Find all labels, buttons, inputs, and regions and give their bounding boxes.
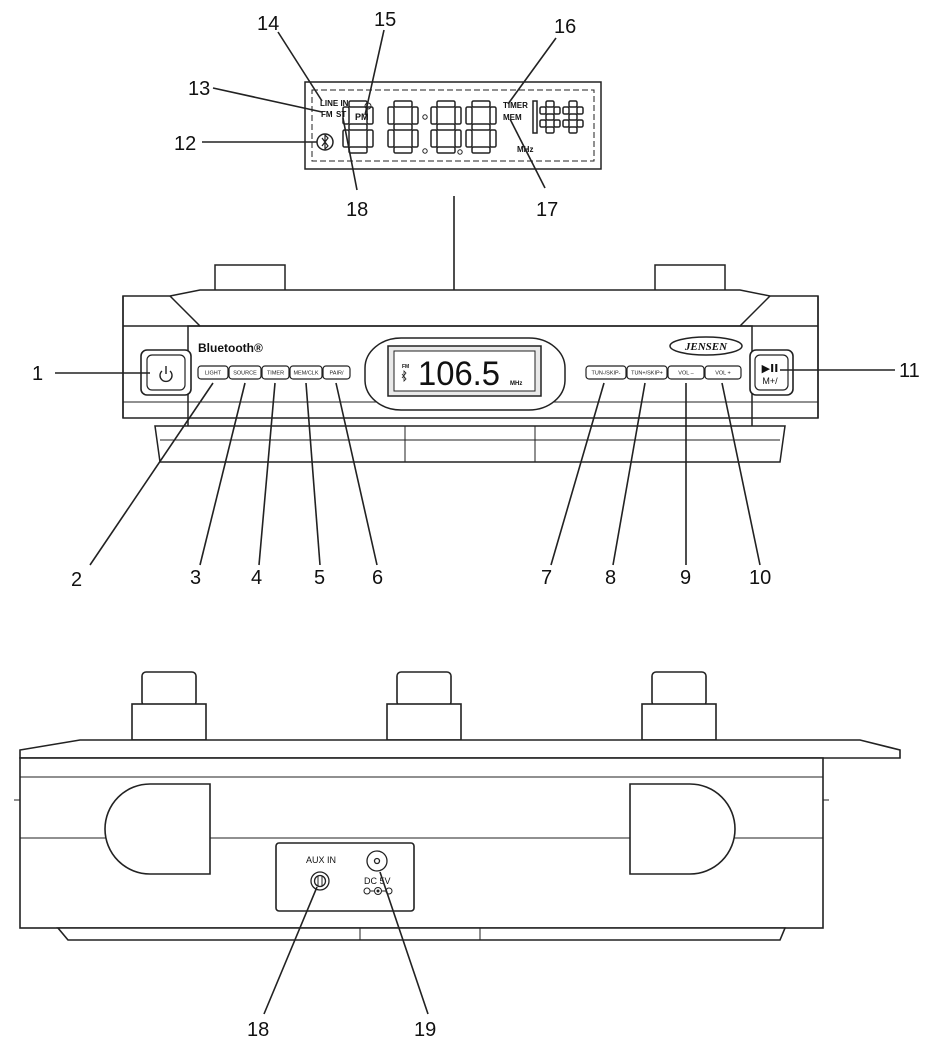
callout-16: 16 bbox=[554, 16, 576, 38]
callout-12: 12 bbox=[174, 133, 196, 155]
mem-plus-label: M+/ bbox=[762, 376, 778, 386]
tune-down-skip-back-button[interactable]: TUN-/SKIP- bbox=[585, 365, 627, 380]
callout-9: 9 bbox=[680, 567, 691, 589]
callout-4: 4 bbox=[251, 567, 262, 589]
jensen-logo: JENSEN bbox=[669, 336, 743, 356]
front-buttons-right: TUN-/SKIP- TUN+/SKIP+ VOL – VOL + bbox=[585, 365, 742, 380]
lcd-digit-2 bbox=[387, 100, 419, 154]
source-button[interactable]: SOURCE bbox=[228, 365, 262, 380]
callout-10: 10 bbox=[749, 567, 771, 589]
svg-text:MEM/CLK: MEM/CLK bbox=[293, 371, 318, 377]
lcd-callout-lines bbox=[202, 29, 557, 357]
rear-connector-plate bbox=[275, 842, 415, 912]
rear-panel bbox=[14, 671, 901, 941]
front-display-frequency: 106.5 bbox=[418, 355, 500, 393]
rear-center-knob bbox=[386, 671, 462, 741]
rear-callout-lines bbox=[263, 871, 429, 1015]
svg-text:JENSEN: JENSEN bbox=[684, 341, 728, 353]
tune-up-skip-forward-button[interactable]: TUN+/SKIP+ bbox=[626, 365, 668, 380]
callout-3: 3 bbox=[190, 567, 201, 589]
svg-text:LIGHT: LIGHT bbox=[205, 371, 222, 377]
bluetooth-logo-text: Bluetooth® bbox=[198, 341, 263, 355]
callout-13: 13 bbox=[188, 78, 210, 100]
callout-1: 1 bbox=[32, 363, 43, 385]
rear-right-knob bbox=[641, 671, 717, 741]
lcd-small-digit-2 bbox=[562, 100, 584, 134]
front-callout-lines bbox=[55, 369, 895, 566]
callout-19: 19 bbox=[414, 1019, 436, 1038]
callout-17: 17 bbox=[536, 199, 558, 221]
rear-left-handle-cutout bbox=[104, 783, 211, 875]
timer-indicator: TIMER bbox=[503, 101, 528, 110]
aux-in-jack[interactable] bbox=[310, 871, 330, 891]
st-indicator: ST bbox=[336, 110, 346, 119]
timer-button[interactable]: TIMER bbox=[261, 365, 290, 380]
power-icon bbox=[159, 366, 173, 383]
callout-5: 5 bbox=[314, 567, 325, 589]
mem-indicator: MEM bbox=[503, 113, 522, 122]
svg-text:VOL +: VOL + bbox=[715, 371, 731, 377]
callout-18-lcd: 18 bbox=[346, 199, 368, 221]
dc-5v-label: DC 5V bbox=[364, 876, 391, 886]
svg-text:TIMER: TIMER bbox=[267, 371, 284, 377]
dc-power-jack[interactable] bbox=[366, 850, 388, 872]
callout-6: 6 bbox=[372, 567, 383, 589]
svg-text:PAIR/: PAIR/ bbox=[330, 371, 344, 377]
front-display-unit: MHz bbox=[510, 381, 522, 387]
lcd-digit-3 bbox=[430, 100, 462, 154]
callout-11: 11 bbox=[899, 360, 920, 382]
dc-polarity-icon bbox=[363, 887, 393, 895]
play-pause-label: ▶II bbox=[762, 362, 779, 375]
front-display-band: FM bbox=[402, 364, 409, 370]
callout-15: 15 bbox=[374, 9, 396, 31]
fm-indicator: FM bbox=[321, 110, 333, 119]
volume-down-button[interactable]: VOL – bbox=[667, 365, 705, 380]
pm-indicator: PM bbox=[355, 112, 369, 122]
rear-right-handle-cutout bbox=[629, 783, 736, 875]
pair-button[interactable]: PAIR/ bbox=[322, 365, 351, 380]
aux-in-label: AUX IN bbox=[306, 855, 336, 865]
lcd-small-one-segment bbox=[532, 100, 538, 134]
svg-text:VOL –: VOL – bbox=[678, 371, 694, 377]
callout-14: 14 bbox=[257, 13, 279, 35]
callout-2: 2 bbox=[71, 569, 82, 591]
lcd-digit-4 bbox=[465, 100, 497, 154]
play-pause-button[interactable]: ▶II M+/ bbox=[749, 349, 794, 396]
callout-8: 8 bbox=[605, 567, 616, 589]
rear-left-knob bbox=[131, 671, 207, 741]
mem-clk-button[interactable]: MEM/CLK bbox=[289, 365, 323, 380]
light-button[interactable]: LIGHT bbox=[197, 365, 229, 380]
callout-7: 7 bbox=[541, 567, 552, 589]
callout-18-aux: 18 bbox=[247, 1019, 269, 1038]
front-buttons-left: LIGHT SOURCE TIMER MEM/CLK PAIR/ bbox=[197, 365, 351, 380]
lcd-small-digit-1 bbox=[539, 100, 561, 134]
lcd-detail-frame bbox=[304, 81, 602, 170]
line-in-indicator: LINE IN bbox=[320, 99, 349, 108]
svg-text:TUN+/SKIP+: TUN+/SKIP+ bbox=[631, 371, 663, 377]
front-display-bluetooth-icon bbox=[401, 370, 407, 382]
svg-text:SOURCE: SOURCE bbox=[233, 371, 257, 377]
volume-up-button[interactable]: VOL + bbox=[704, 365, 742, 380]
svg-text:TUN-/SKIP-: TUN-/SKIP- bbox=[591, 371, 620, 377]
lcd-detail bbox=[304, 81, 602, 170]
